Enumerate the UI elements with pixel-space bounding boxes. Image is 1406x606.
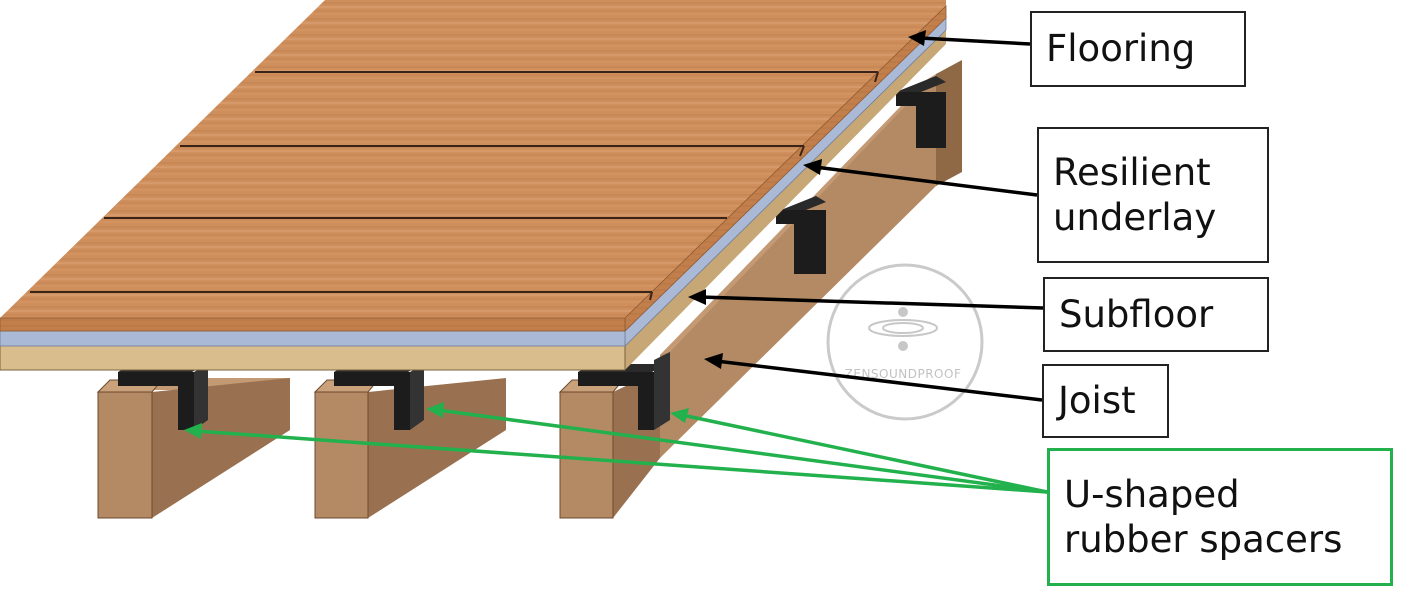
resilient-underlay-label-text: Resilient underlay — [1053, 150, 1217, 239]
spacer-arrowhead-right — [670, 408, 689, 423]
flooring — [0, 0, 947, 332]
flooring-label-text: Flooring — [1046, 27, 1196, 71]
watermark-logo: ZENSOUNDPROOF — [826, 263, 984, 421]
flooring-arrowhead — [908, 30, 926, 46]
rubber-spacers-label: U-shaped rubber spacers — [1047, 448, 1393, 586]
spacer-arrowhead-left — [184, 423, 202, 439]
spacer-arrow-middle — [437, 408, 1048, 494]
flooring-label: Flooring — [1030, 11, 1246, 87]
subfloor — [0, 28, 946, 371]
joist-arrow — [715, 359, 1043, 402]
rubber-spacer-back-upper — [896, 76, 946, 148]
resilient-underlay-label: Resilient underlay — [1037, 127, 1269, 263]
flooring-arrow — [919, 36, 1031, 46]
joist-label-text: Joist — [1058, 379, 1136, 423]
resilient-underlay — [0, 15, 947, 347]
underlay-arrowhead — [803, 159, 822, 175]
joist-label: Joist — [1042, 364, 1169, 438]
joist-arrowhead — [704, 353, 723, 369]
subfloor-arrow — [699, 295, 1044, 310]
leader-arrows — [184, 30, 1048, 494]
rubber-spacers-label-text: U-shaped rubber spacers — [1064, 472, 1343, 561]
board-seams — [30, 71, 879, 301]
underlay-arrow — [814, 165, 1038, 197]
spacer-arrow-left — [195, 429, 1048, 494]
subfloor-arrowhead — [688, 289, 706, 305]
subfloor-label: Subfloor — [1043, 277, 1269, 352]
subfloor-label-text: Subfloor — [1059, 292, 1214, 336]
spacer-arrow-right — [681, 413, 1048, 494]
watermark-text: ZENSOUNDPROOF — [845, 367, 962, 381]
rubber-spacer-back-lower — [776, 196, 826, 274]
spacer-arrowhead-middle — [426, 402, 444, 418]
